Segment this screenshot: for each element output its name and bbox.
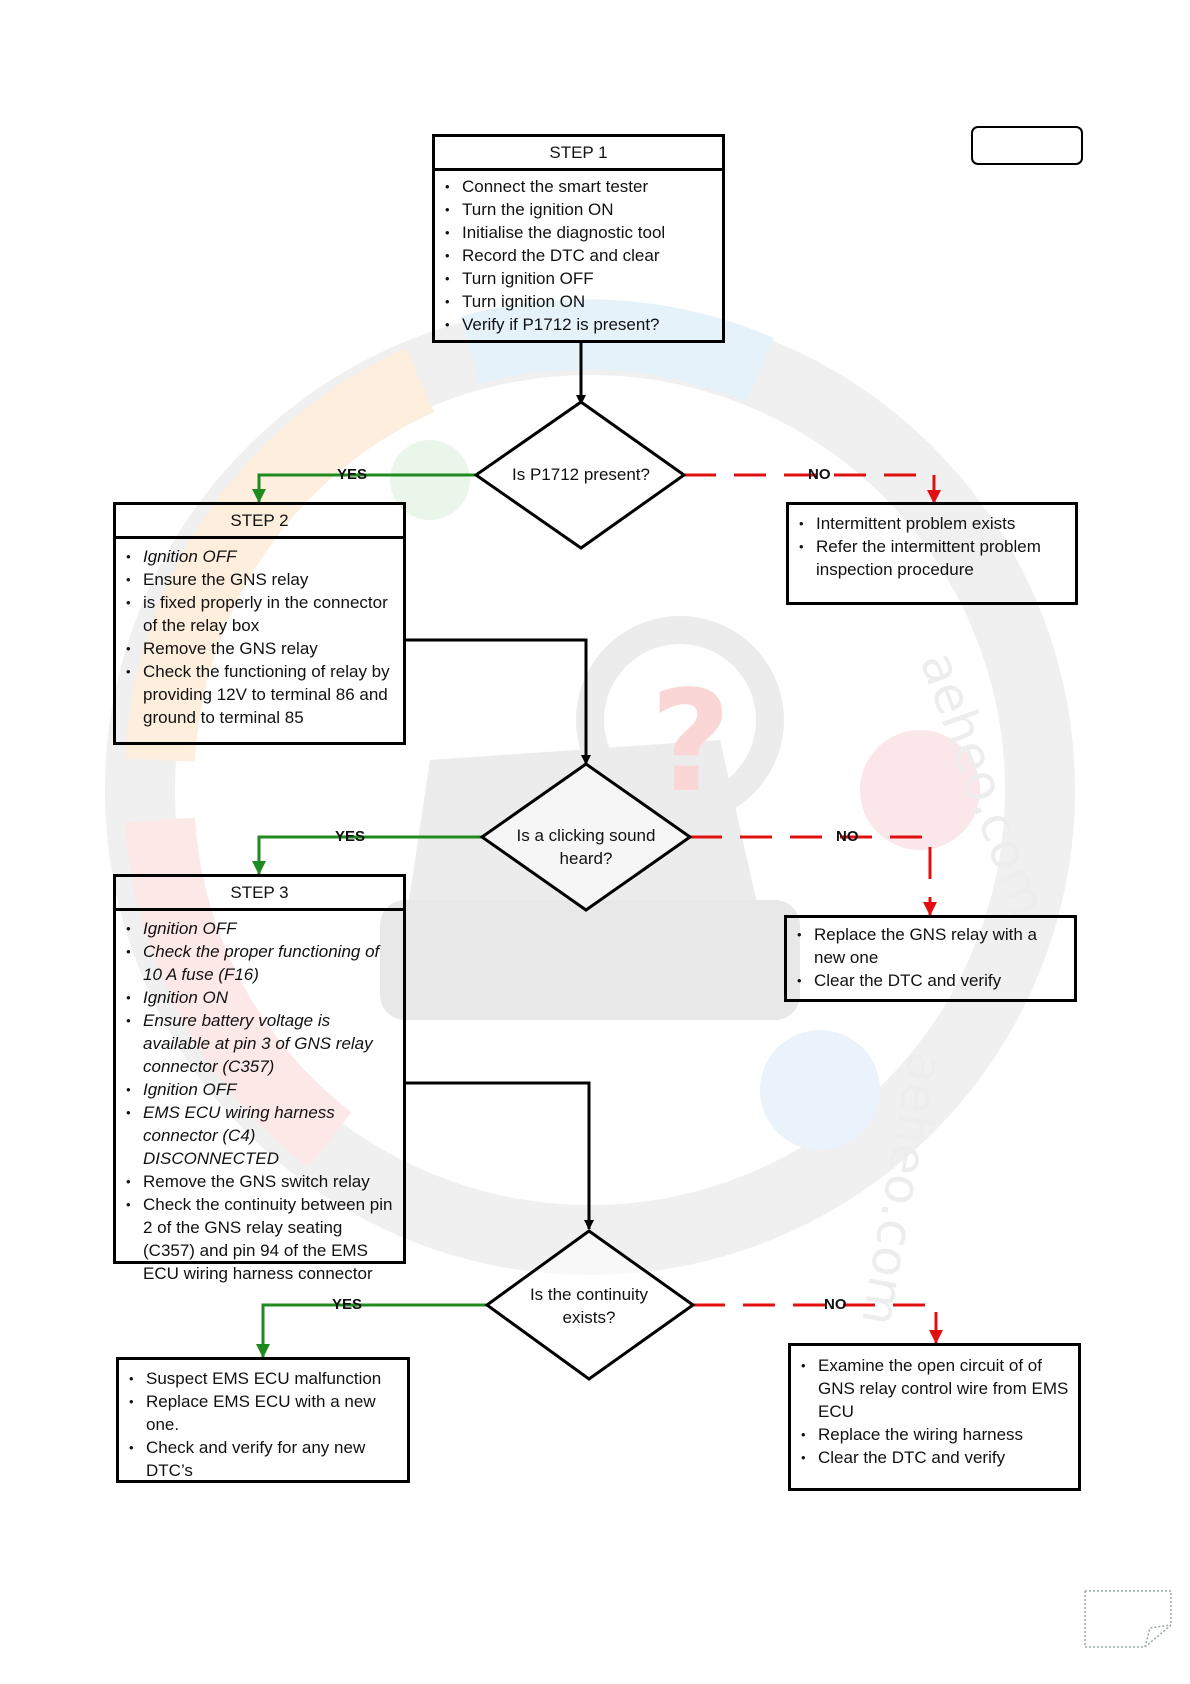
- list-item: Ignition OFF: [126, 1078, 395, 1101]
- decision1-text: Is P1712 present?: [512, 465, 650, 484]
- no2-box: Replace the GNS relay with a new one Cle…: [784, 915, 1077, 1002]
- list-item: Examine the open circuit of of GNS relay…: [801, 1354, 1070, 1423]
- list-item: Check and verify for any new DTC’s: [129, 1436, 399, 1482]
- decision1-yes-label: YES: [337, 466, 368, 483]
- list-item: Replace the wiring harness: [801, 1423, 1070, 1446]
- no3-box: Examine the open circuit of of GNS relay…: [788, 1343, 1081, 1491]
- decision1-diamond: [473, 400, 687, 550]
- decision3-no-label: NO: [824, 1296, 847, 1313]
- list-item: Check the functioning of relay by provid…: [126, 660, 395, 729]
- list-item: Clear the DTC and verify: [797, 969, 1066, 992]
- no2-list: Replace the GNS relay with a new one Cle…: [787, 918, 1074, 992]
- list-item: Verify if P1712 is present?: [445, 313, 714, 336]
- decision3-text: Is the continuity exists?: [499, 1283, 679, 1329]
- step1-box: STEP 1 Connect the smart tester Turn the…: [432, 134, 725, 343]
- no3-list: Examine the open circuit of of GNS relay…: [791, 1346, 1078, 1469]
- list-item: Replace the GNS relay with a new one: [797, 923, 1066, 969]
- connector-decision3-yes: [256, 1303, 487, 1358]
- list-item: EMS ECU wiring harness connector (C4) DI…: [126, 1101, 395, 1170]
- step2-list: Ignition OFF Ensure the GNS relay is fix…: [116, 539, 403, 729]
- decision3-line2: exists?: [562, 1308, 616, 1327]
- no1-list: Intermittent problem exists Refer the in…: [789, 505, 1075, 581]
- decision2-diamond: [479, 762, 693, 912]
- connector-decision1-yes: [252, 473, 476, 503]
- connector-decision3-no: [693, 1303, 943, 1344]
- list-item: Ignition OFF: [126, 917, 395, 940]
- decision2-text: Is a clicking sound heard?: [496, 824, 676, 870]
- list-item: Replace EMS ECU with a new one.: [129, 1390, 399, 1436]
- list-item: Check the continuity between pin 2 of th…: [126, 1193, 395, 1285]
- list-item: Remove the GNS switch relay: [126, 1170, 395, 1193]
- connector-decision1-no: [684, 473, 941, 504]
- connector-decision2-yes: [252, 835, 482, 875]
- decision3-diamond: [484, 1229, 696, 1381]
- list-item: Ignition OFF: [126, 545, 395, 568]
- connector-decision2-no: [690, 835, 937, 916]
- list-item: Ensure the GNS relay: [126, 568, 395, 591]
- list-item: Record the DTC and clear: [445, 244, 714, 267]
- list-item: Initialise the diagnostic tool: [445, 221, 714, 244]
- decision3-yes-label: YES: [332, 1296, 363, 1313]
- decision2-line2: heard?: [559, 849, 613, 868]
- decision2-yes-label: YES: [335, 828, 366, 845]
- connector-step3-to-decision3: [406, 1081, 594, 1230]
- decision2-no-label: NO: [836, 828, 859, 845]
- connector-step2-to-decision2: [406, 638, 591, 765]
- list-item: Clear the DTC and verify: [801, 1446, 1070, 1469]
- decision2-line1: Is a clicking sound: [516, 826, 656, 845]
- list-item: Remove the GNS relay: [126, 637, 395, 660]
- step2-box: STEP 2 Ignition OFF Ensure the GNS relay…: [113, 502, 406, 745]
- no1-box: Intermittent problem exists Refer the in…: [786, 502, 1078, 605]
- yes3-box: Suspect EMS ECU malfunction Replace EMS …: [116, 1357, 410, 1483]
- yes3-list: Suspect EMS ECU malfunction Replace EMS …: [119, 1360, 407, 1482]
- list-item: Refer the intermittent problem inspectio…: [799, 535, 1067, 581]
- step1-list: Connect the smart tester Turn the igniti…: [435, 171, 722, 336]
- list-item: Connect the smart tester: [445, 175, 714, 198]
- step3-list: Ignition OFF Check the proper functionin…: [116, 911, 403, 1285]
- list-item: Turn ignition OFF: [445, 267, 714, 290]
- step2-title: STEP 2: [116, 505, 403, 539]
- list-item: Intermittent problem exists: [799, 512, 1067, 535]
- list-item: Check the proper functioning of 10 A fus…: [126, 940, 395, 986]
- reference-box: [971, 126, 1083, 165]
- list-item: Ignition ON: [126, 986, 395, 1009]
- list-item: Turn ignition ON: [445, 290, 714, 313]
- list-item: Ensure battery voltage is available at p…: [126, 1009, 395, 1078]
- step1-title: STEP 1: [435, 137, 722, 171]
- list-item: Suspect EMS ECU malfunction: [129, 1367, 399, 1390]
- decision1-no-label: NO: [808, 466, 831, 483]
- step3-title: STEP 3: [116, 877, 403, 911]
- list-item: Turn the ignition ON: [445, 198, 714, 221]
- list-item: is fixed properly in the connector of th…: [126, 591, 395, 637]
- step3-box: STEP 3 Ignition OFF Check the proper fun…: [113, 874, 406, 1283]
- page-fold-icon: [1084, 1590, 1172, 1648]
- decision3-line1: Is the continuity: [529, 1285, 649, 1304]
